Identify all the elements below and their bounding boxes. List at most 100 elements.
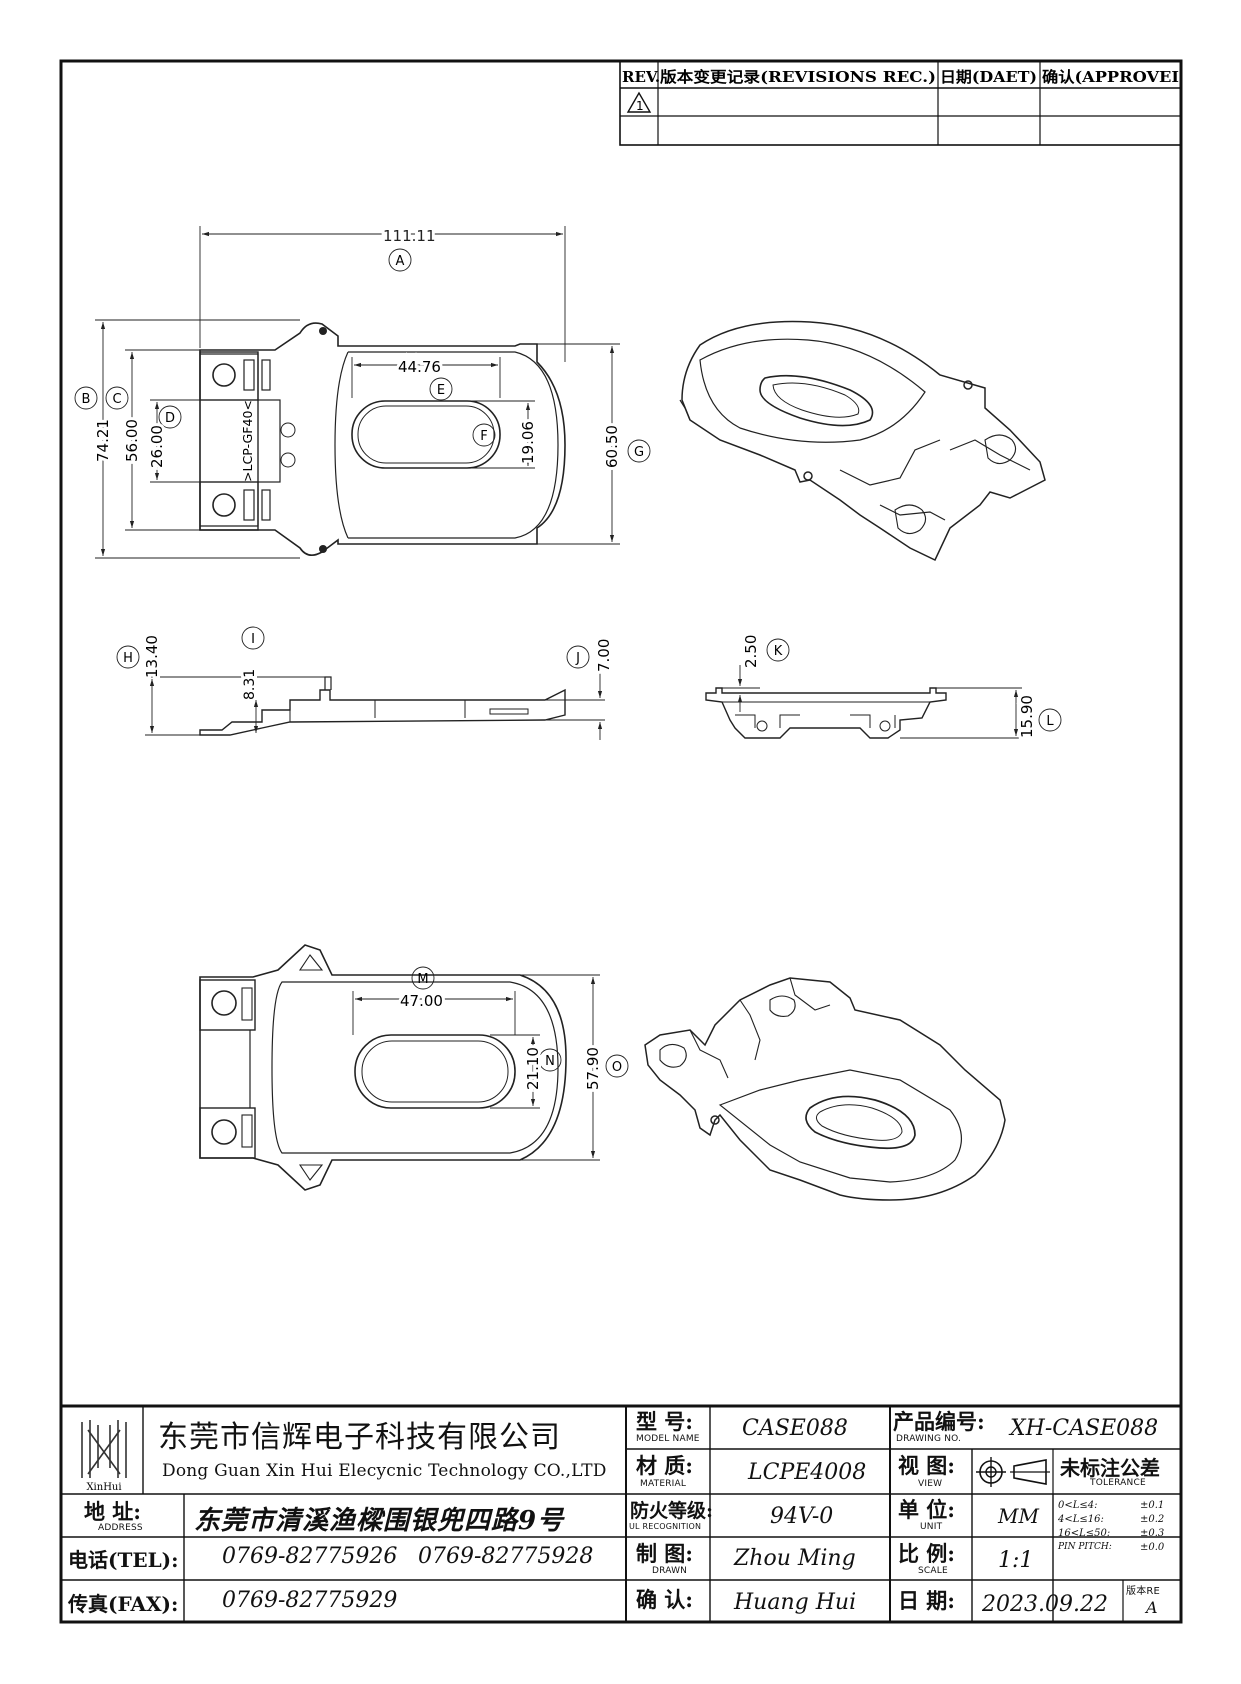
material-label: 材 质: <box>636 1453 694 1478</box>
dimension-k <box>722 638 790 712</box>
ul-value: 94V-0 <box>770 1504 834 1529</box>
dimension-n <box>490 1034 562 1109</box>
dimension-o <box>520 974 629 1161</box>
view-label: 视 图: <box>898 1453 956 1478</box>
logo-text: XinHui <box>86 1482 121 1493</box>
revision-triangle-icon: 1 <box>626 91 652 113</box>
dimension-o-letter: O <box>612 1060 622 1075</box>
material-sublabel: MATERIAL <box>640 1479 687 1489</box>
scale-label: 比 例: <box>898 1541 956 1566</box>
drawing-no-sublabel: DRAWING NO. <box>896 1434 962 1444</box>
dimension-h-letter: H <box>123 651 133 666</box>
mounting-hole-top <box>319 327 327 335</box>
model-label: 型 号: <box>636 1409 694 1434</box>
dimension-g-letter: G <box>634 445 644 460</box>
dimension-m-value: 47.00 <box>400 992 443 1010</box>
revisions-header: 版本变更记录(REVISIONS REC.) <box>660 68 936 86</box>
tolerance-range-4: PIN PITCH: <box>1058 1542 1112 1552</box>
dimension-c <box>105 349 200 531</box>
dimension-e-value: 44.76 <box>398 358 441 376</box>
date-header: 日期(DAET) <box>940 68 1037 86</box>
front-view <box>705 687 947 739</box>
dimension-g <box>537 343 651 545</box>
dimension-l <box>900 687 1062 739</box>
dimension-e-letter: E <box>437 383 445 398</box>
address-sublabel: ADDRESS <box>98 1523 143 1533</box>
model-value: CASE088 <box>742 1416 848 1441</box>
part-marking: >LCP-GF40< <box>241 400 255 482</box>
scale-sublabel: SCALE <box>918 1566 948 1576</box>
material-value: LCPE4008 <box>748 1460 867 1485</box>
projection-symbol-icon <box>976 1457 1050 1487</box>
dimension-a <box>199 226 566 362</box>
dimension-f-letter: F <box>480 429 487 444</box>
dimension-c-value: 56.00 <box>123 419 141 462</box>
dimension-h-value: 13.40 <box>143 635 161 678</box>
unit-value: MM <box>998 1504 1039 1528</box>
dimension-m-letter: M <box>417 972 428 987</box>
approved-header: 确认(APPROVEI <box>1042 68 1179 86</box>
dimension-k-value: 2.50 <box>742 635 760 668</box>
isometric-view-bottom <box>644 977 1006 1201</box>
address-label: 地 址: <box>84 1499 142 1524</box>
isometric-view-top <box>679 320 1046 562</box>
tolerance-label: 未标注公差 <box>1060 1456 1160 1480</box>
date-label: 日 期: <box>898 1588 956 1613</box>
company-name-en: Dong Guan Xin Hui Elecycnic Technology C… <box>162 1461 607 1481</box>
dimension-d-letter: D <box>165 411 175 426</box>
dimension-e <box>351 357 501 401</box>
dimension-n-letter: N <box>545 1054 555 1069</box>
dimension-f <box>470 400 535 469</box>
tolerance-value-3: ±0.3 <box>1140 1528 1165 1539</box>
drawing-no-value: XH-CASE088 <box>1010 1416 1159 1441</box>
dimension-c-letter: C <box>112 392 121 407</box>
ul-sublabel: UL RECOGNITION <box>629 1522 702 1531</box>
fax-label: 传真(FAX): <box>68 1592 179 1616</box>
dimension-o-value: 57.90 <box>584 1047 602 1090</box>
tel-label: 电话(TEL): <box>68 1548 179 1572</box>
dimension-a-value: 111.11 <box>383 227 436 245</box>
dimension-d-value: 26.00 <box>148 425 166 468</box>
dimension-i-letter: I <box>251 632 255 647</box>
date-value: 2023.09.22 <box>982 1592 1108 1617</box>
approved-value: Huang Hui <box>734 1590 857 1615</box>
version-value: A <box>1146 1598 1158 1617</box>
company-name-cn: 东莞市信辉电子科技有限公司 <box>158 1420 561 1455</box>
version-label: 版本RE <box>1126 1586 1161 1597</box>
tolerance-value-4: ±0.0 <box>1140 1542 1165 1553</box>
view-sublabel: VIEW <box>918 1479 943 1489</box>
tolerance-value-1: ±0.1 <box>1140 1500 1165 1511</box>
fax-value: 0769-82775929 <box>222 1588 398 1613</box>
title-block-grid <box>61 1404 1181 1622</box>
drawn-value: Zhou Ming <box>734 1546 856 1571</box>
dimension-i <box>232 626 265 733</box>
top-view <box>199 322 566 556</box>
dimension-k-letter: K <box>774 644 783 659</box>
tolerance-range-3: 16<L≤50: <box>1058 1528 1111 1539</box>
dimension-b-value: 74.21 <box>94 419 112 462</box>
dimension-h <box>116 645 330 736</box>
dimension-l-letter: L <box>1046 714 1054 729</box>
rev-header: REV. <box>622 68 660 86</box>
tolerance-value-2: ±0.2 <box>1140 1514 1165 1525</box>
dimension-d <box>150 399 210 483</box>
tel-value-2: 0769-82775928 <box>418 1544 594 1569</box>
svg-text:1: 1 <box>636 99 644 113</box>
dimension-g-value: 60.50 <box>603 425 621 468</box>
company-logo <box>81 1420 127 1478</box>
tel-value-1: 0769-82775926 <box>222 1544 398 1569</box>
unit-sublabel: UNIT <box>920 1522 943 1532</box>
drawn-sublabel: DRAWN <box>652 1566 688 1576</box>
address-value: 东莞市清溪渔樑围银兜四路9号 <box>194 1506 565 1536</box>
tolerance-range-2: 4<L≤16: <box>1058 1514 1104 1525</box>
ul-label: 防火等级: <box>630 1500 714 1522</box>
dimension-b <box>74 319 300 559</box>
dimension-l-value: 15.90 <box>1018 695 1036 738</box>
dimension-n-value: 21.10 <box>524 1047 542 1090</box>
unit-label: 单 位: <box>898 1497 956 1522</box>
drawn-label: 制 图: <box>636 1541 694 1566</box>
dimension-m <box>352 966 516 1035</box>
sheet-border <box>59 59 1183 1624</box>
scale-value: 1:1 <box>998 1548 1034 1573</box>
dimension-j-value: 7.00 <box>595 639 613 672</box>
